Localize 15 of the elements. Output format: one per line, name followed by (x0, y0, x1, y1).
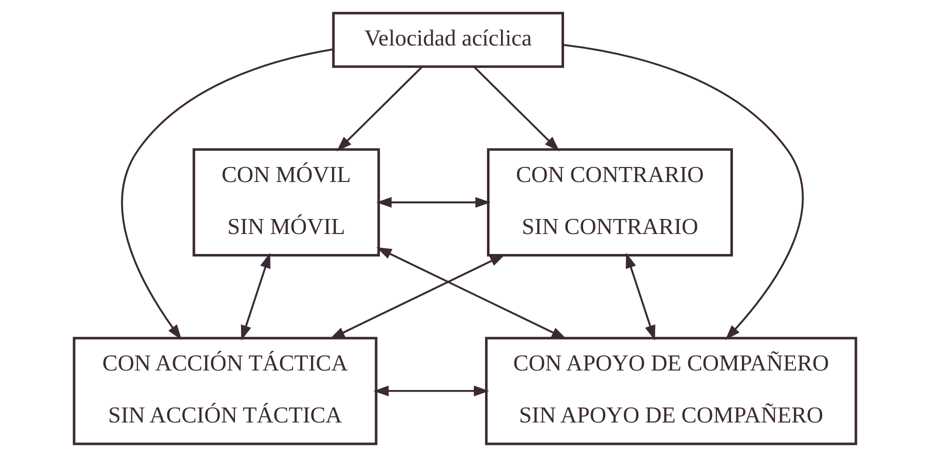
node-box: CON APOYO DE COMPAÑERO SIN APOYO DE COMPAÑERO (484, 336, 857, 446)
arrow (625, 252, 655, 341)
arrow (328, 254, 505, 340)
arrow (562, 44, 804, 340)
arrow (372, 386, 489, 396)
arrow (336, 66, 422, 152)
node-box: Velocidad acíclica (332, 12, 564, 68)
arrow (240, 252, 270, 341)
node-box: CON CONTRARIO SIN CONTRARIO (486, 148, 732, 257)
arrow (120, 48, 333, 340)
arrow (376, 197, 490, 208)
arrow (376, 247, 566, 340)
arrow (472, 66, 560, 152)
node-box: CON ACCIÓN TÁCTICA SIN ACCIÓN TÁCTICA (72, 336, 377, 446)
node-box: CON MÓVIL SIN MÓVIL (192, 148, 380, 257)
